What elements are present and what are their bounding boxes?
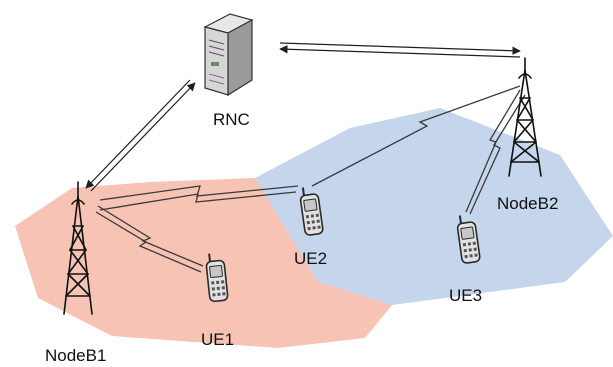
- ue1-node: UE1: [201, 253, 234, 349]
- nodeb1-node: NodeB1: [45, 181, 106, 365]
- radio-link-nodeb2-ue3-b: [469, 94, 526, 215]
- rnc-nodeb2-double-arrow-icon: [279, 42, 521, 58]
- rnc-label: RNC: [213, 110, 250, 129]
- server-icon: [203, 13, 254, 97]
- ue3-label: UE3: [449, 286, 482, 305]
- mobile-phone-icon: [456, 215, 481, 264]
- tower-icon: [63, 181, 93, 315]
- rnc-node: RNC: [203, 13, 254, 129]
- tower-icon: [508, 57, 542, 177]
- ue3-node: UE3: [449, 215, 482, 305]
- ue2-label: UE2: [294, 249, 327, 268]
- mobile-phone-icon: [205, 253, 229, 303]
- radio-link-nodeb1-ue1: [95, 205, 204, 273]
- nodeb2-node: NodeB2: [497, 57, 558, 213]
- radio-link-nodeb1-ue2: [99, 185, 299, 211]
- nodeb2-label: NodeB2: [497, 194, 558, 213]
- mobile-phone-icon: [299, 187, 324, 236]
- ue1-label: UE1: [201, 330, 234, 349]
- nodeb1-label: NodeB1: [45, 346, 106, 365]
- nodeb2-coverage-cell: [255, 108, 613, 305]
- rnc-nodeb1-double-arrow-icon: [85, 79, 196, 192]
- radio-link-nodeb2-ue3: [465, 89, 521, 213]
- ue2-node: UE2: [294, 187, 327, 268]
- radio-link-nodeb2-ue2: [311, 85, 521, 187]
